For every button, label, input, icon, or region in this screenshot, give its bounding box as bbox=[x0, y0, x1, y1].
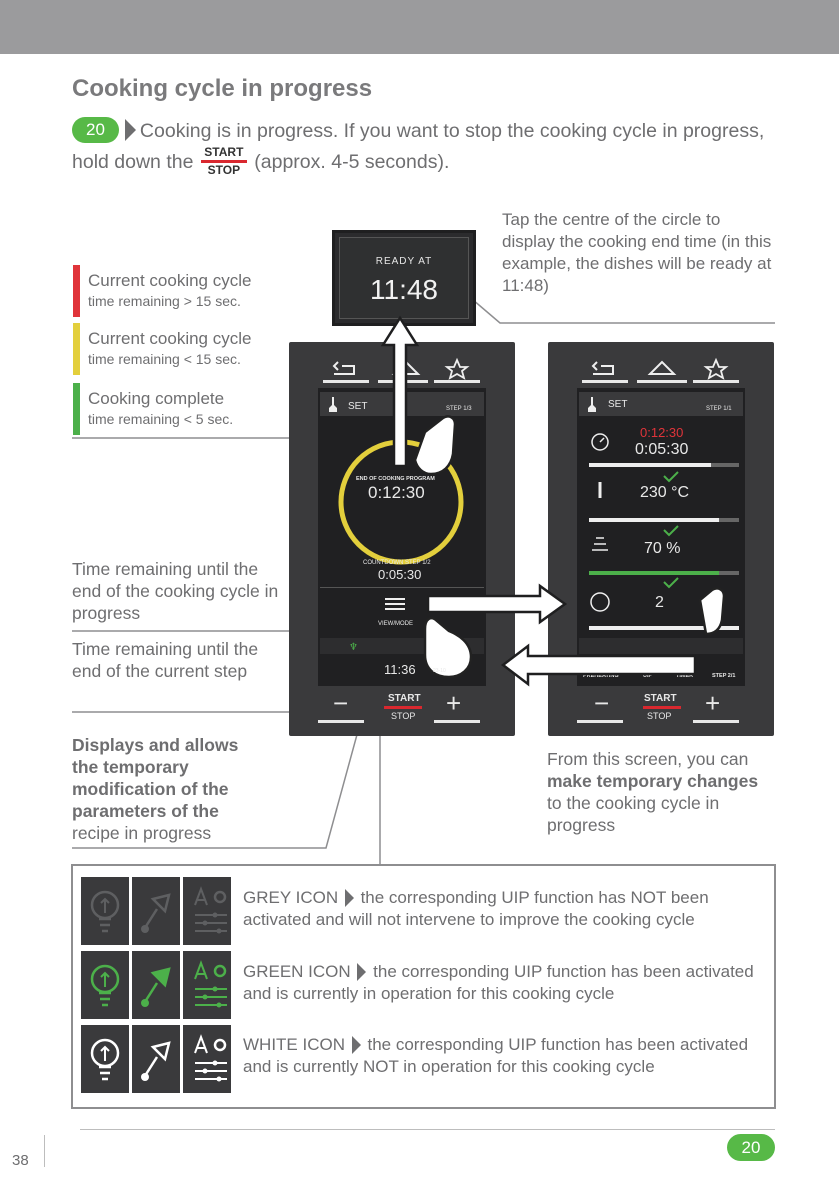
label-remaining-step: Time remaining until the end of the curr… bbox=[72, 639, 259, 681]
svg-text:♆: ♆ bbox=[349, 642, 358, 653]
left-date: 23-10 bbox=[433, 668, 446, 674]
view-mode-icon[interactable] bbox=[385, 598, 405, 610]
label-remaining-cycle: Time remaining until the end of the cook… bbox=[72, 559, 279, 623]
note-tap-centre: Tap the centre of the circle to display … bbox=[502, 210, 772, 295]
right-minus-button[interactable]: − bbox=[594, 688, 610, 718]
intro-text-after: (approx. 4-5 seconds). bbox=[254, 151, 450, 173]
ready-at-display: READY AT 11:48 bbox=[332, 230, 476, 326]
left-plus-button[interactable]: + bbox=[446, 688, 462, 718]
tab-uip[interactable]: UIP bbox=[643, 673, 653, 679]
right-set-label[interactable]: SET bbox=[608, 399, 628, 410]
tab-step[interactable]: STEP 2/1 bbox=[712, 673, 736, 679]
white-settings-icon bbox=[183, 1025, 231, 1093]
right-plus-button[interactable]: + bbox=[705, 688, 721, 718]
green-icon-description: GREEN ICON the corresponding UIP functio… bbox=[243, 962, 754, 1003]
page-number: 38 bbox=[12, 1152, 29, 1169]
view-mode-label[interactable]: VIEW/MODE bbox=[378, 621, 414, 627]
play-arrow-icon bbox=[124, 119, 136, 141]
left-set-label[interactable]: SET bbox=[348, 401, 368, 412]
page-title: Cooking cycle in progress bbox=[72, 75, 373, 102]
footer-step-badge: 20 bbox=[727, 1134, 775, 1161]
end-of-program-label: END OF COOKING PROGRAM bbox=[356, 476, 435, 482]
footer-divider bbox=[80, 1129, 775, 1130]
white-icon-description: WHITE ICON the corresponding UIP functio… bbox=[243, 1035, 749, 1076]
home-button[interactable] bbox=[637, 360, 687, 383]
grey-settings-icon bbox=[183, 877, 231, 945]
ready-at-time: 11:48 bbox=[370, 274, 438, 305]
step-time[interactable]: 0:05:30 bbox=[635, 441, 689, 458]
red-bar-swatch bbox=[73, 265, 80, 317]
end-of-program-time[interactable]: 0:12:30 bbox=[368, 483, 425, 502]
grey-icon-description: GREY ICON the corresponding UIP function… bbox=[243, 888, 709, 929]
right-start-button[interactable]: START bbox=[644, 693, 677, 704]
step-badge: 20 bbox=[72, 117, 119, 143]
uip-icon-glyphs bbox=[90, 886, 227, 1082]
page-number-divider bbox=[44, 1135, 45, 1167]
intro-text-before: Cooking is in progress. If you want to s… bbox=[72, 120, 765, 173]
back-button[interactable] bbox=[582, 361, 628, 383]
tab-timer[interactable]: TIMER bbox=[676, 673, 694, 679]
total-time-red: 0:12:30 bbox=[640, 425, 684, 440]
fan-speed-value[interactable]: 2 bbox=[655, 594, 664, 611]
left-minus-button[interactable]: − bbox=[333, 688, 349, 718]
legend-item-green: Cooking complete time remaining < 5 sec. bbox=[73, 383, 298, 435]
label-displays: Displays and allows the temporary modifi… bbox=[72, 735, 239, 843]
countdown-step-time: 0:05:30 bbox=[378, 567, 422, 582]
right-screen bbox=[577, 388, 745, 686]
uip-icon-legend-box: GREY ICON the corresponding UIP function… bbox=[71, 864, 776, 1109]
header-bar bbox=[0, 0, 839, 54]
yellow-bar-swatch bbox=[73, 323, 80, 375]
right-panel-graphics bbox=[577, 357, 743, 723]
left-step-label: STEP 1/3 bbox=[446, 406, 472, 412]
green-settings-icon bbox=[183, 951, 231, 1019]
right-step-label: STEP 1/1 bbox=[706, 406, 732, 412]
temperature-value[interactable]: 230 °C bbox=[640, 484, 690, 501]
left-clock: 11:36 bbox=[384, 662, 416, 677]
left-start-button[interactable]: START bbox=[388, 693, 421, 704]
humidity-value[interactable]: 70 % bbox=[644, 540, 681, 557]
back-button[interactable] bbox=[323, 361, 369, 383]
legend-item-yellow: Current cooking cycle time remaining < 1… bbox=[73, 323, 298, 375]
legend-item-red: Current cooking cycle time remaining > 1… bbox=[73, 265, 298, 317]
left-stop-label[interactable]: STOP bbox=[391, 711, 416, 721]
favorite-button[interactable] bbox=[693, 357, 739, 383]
green-bar-swatch bbox=[73, 383, 80, 435]
tab-preheating[interactable]: PREHEATING bbox=[583, 673, 619, 679]
tip-temporary-changes: From this screen, you can make temporary… bbox=[547, 749, 759, 835]
favorite-button[interactable] bbox=[434, 357, 480, 383]
ready-at-label: READY AT bbox=[375, 256, 433, 267]
countdown-step-label: COUNTDOWN STEP 1/2 bbox=[363, 560, 431, 566]
right-stop-label[interactable]: STOP bbox=[647, 711, 672, 721]
